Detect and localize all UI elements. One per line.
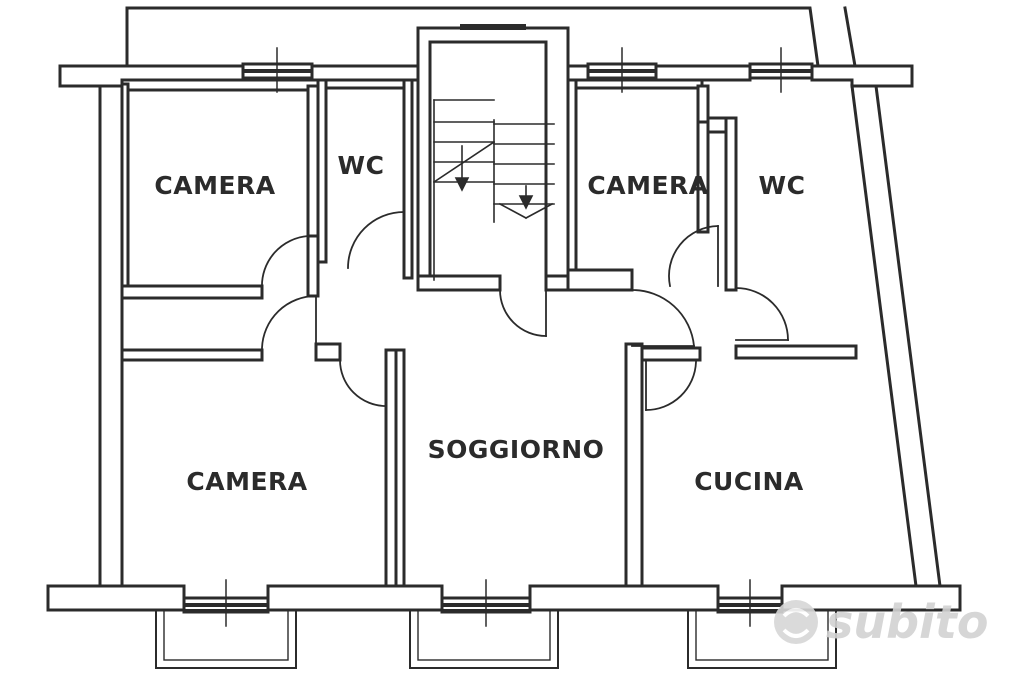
watermark-text: subito bbox=[826, 595, 988, 649]
room-label-cucina: CUCINA bbox=[694, 467, 804, 496]
balcony-center bbox=[409, 609, 559, 669]
room-label-camera-top-right: CAMERA bbox=[587, 171, 708, 200]
door-swings bbox=[261, 211, 789, 411]
windows bbox=[182, 24, 814, 627]
room-label-wc-right: WC bbox=[759, 171, 806, 200]
room-label-camera-bottom-left: CAMERA bbox=[186, 467, 307, 496]
top-boundary-wall bbox=[125, 6, 857, 68]
subito-logo-icon bbox=[774, 600, 818, 644]
room-label-soggiorno: SOGGIORNO bbox=[428, 435, 605, 464]
room-label-wc-left: WC bbox=[338, 151, 385, 180]
window-stair-top bbox=[460, 24, 526, 30]
watermark: subito bbox=[774, 595, 988, 649]
staircase bbox=[432, 99, 555, 281]
balconies bbox=[155, 609, 837, 669]
interior-walls bbox=[120, 26, 858, 588]
room-label-camera-top-left: CAMERA bbox=[154, 171, 275, 200]
exterior-walls bbox=[46, 64, 962, 612]
